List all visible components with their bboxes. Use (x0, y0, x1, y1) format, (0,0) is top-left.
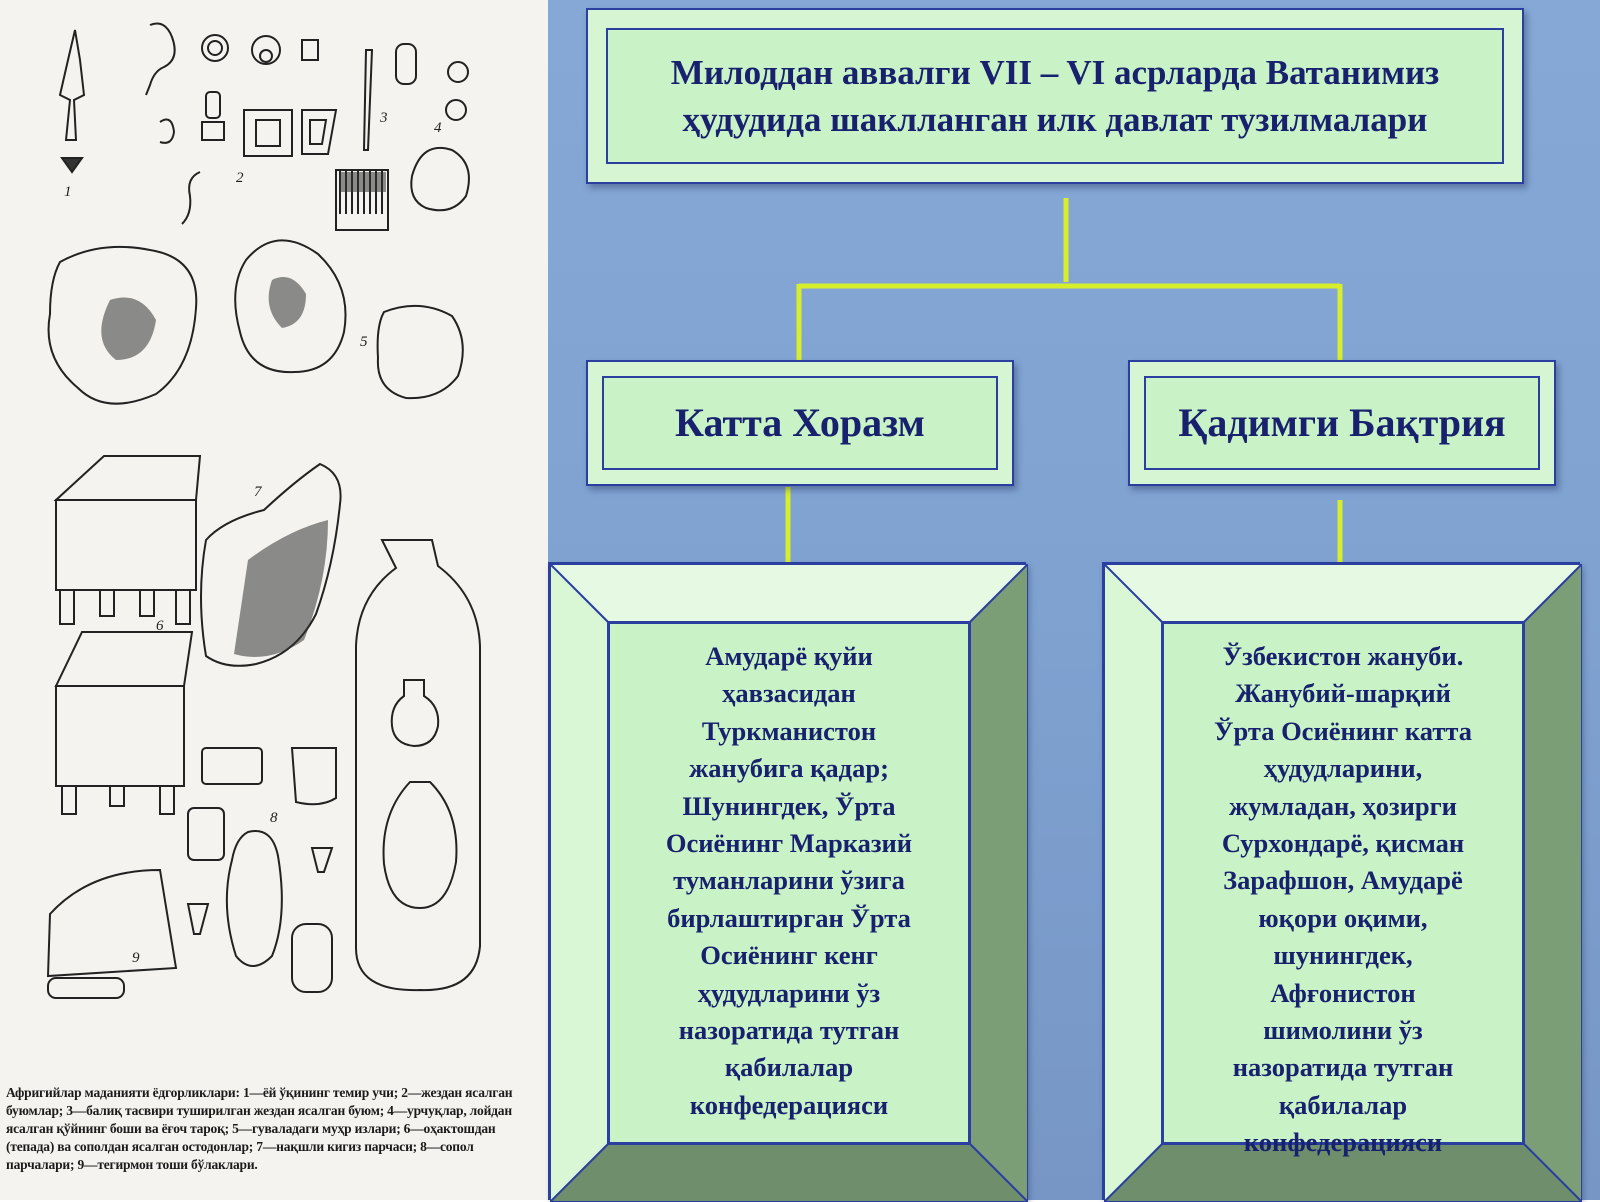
figure-number-4: 4 (434, 120, 442, 136)
felt-fragment-drawing (200, 462, 342, 667)
bronze-item-drawing (145, 22, 176, 96)
figure-number-3: 3 (379, 110, 388, 126)
ossuary-lid-drawing (53, 455, 202, 501)
buckle-drawing (243, 109, 293, 157)
left-bevel (550, 564, 1028, 1202)
figure-number-7: 7 (254, 484, 263, 500)
figure-number-6: 6 (156, 618, 164, 634)
ram-head-drawing (410, 146, 470, 212)
figure-number-2: 2 (236, 170, 244, 186)
left-description-box: Амударё қуйи ҳавзасидан Туркманистон жан… (548, 562, 1028, 1202)
artifact-drawings: 1 2 3 4 5 6 7 8 9 (46, 22, 481, 999)
seal-lump-drawing (47, 245, 198, 405)
pottery-vessel-drawing (355, 539, 481, 992)
ossuary-drawing (54, 631, 194, 687)
right-heading-box: Қадимги Бақтрия (1128, 360, 1556, 486)
right-bevel (1104, 564, 1582, 1202)
right-description-box: Ўзбекистон жануби. Жанубий-шарқий Ўрта О… (1102, 562, 1582, 1202)
connector-lines (785, 198, 1343, 562)
diagram-panel: Милоддан аввалги VII – VI асрларда Ватан… (548, 0, 1600, 1202)
artifact-plate: 1 2 3 4 5 6 7 8 9 Афригийлар маданияти ё… (0, 0, 548, 1200)
figure-number-8: 8 (270, 810, 278, 826)
left-description: Амударё қуйи ҳавзасидан Туркманистон жан… (665, 641, 913, 1120)
right-heading: Қадимги Бақтрия (1178, 400, 1506, 445)
millstone-drawing (46, 868, 178, 978)
right-description: Ўзбекистон жануби. Жанубий-шарқий Ўрта О… (1214, 641, 1472, 1158)
figure-number-9: 9 (132, 950, 140, 966)
plate-caption: Афригийлар маданияти ёдгорликлари: 1—ёй … (6, 1085, 513, 1172)
left-heading-box: Катта Хоразм (586, 360, 1014, 486)
diagram-title: Милоддан аввалги VII – VI асрларда Ватан… (670, 53, 1440, 139)
figure-number-5: 5 (360, 334, 368, 350)
arrowhead-drawing (58, 29, 86, 141)
title-box: Милоддан аввалги VII – VI асрларда Ватан… (586, 8, 1524, 184)
figure-number-1: 1 (64, 184, 72, 200)
left-heading: Катта Хоразм (675, 400, 925, 445)
